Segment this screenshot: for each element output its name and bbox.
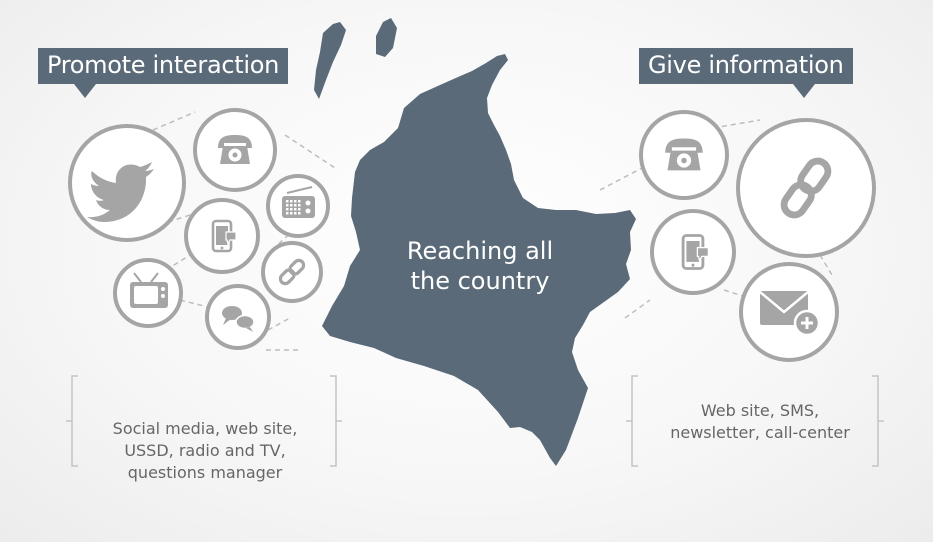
chat-bubbles-icon bbox=[222, 306, 255, 332]
left-icon-cluster bbox=[68, 108, 330, 350]
telephone-circle bbox=[193, 108, 277, 192]
link-circle-small bbox=[261, 241, 323, 303]
telephone-icon bbox=[665, 138, 703, 171]
telephone-icon bbox=[218, 135, 252, 164]
radio-circle bbox=[266, 174, 330, 238]
envelope-plus-icon bbox=[759, 291, 821, 337]
left-description-line-2: USSD, radio and TV, bbox=[124, 441, 286, 460]
tv-icon bbox=[130, 272, 168, 308]
left-description-line-3: questions manager bbox=[127, 463, 283, 482]
mobile-phone-circle bbox=[184, 198, 260, 274]
telephone-circle-right bbox=[639, 110, 729, 200]
mainland bbox=[322, 54, 636, 466]
twitter-icon bbox=[87, 162, 154, 222]
twitter-circle bbox=[68, 124, 186, 242]
center-caption: Reaching all the country bbox=[372, 236, 588, 296]
promote-interaction-label: Promote interaction bbox=[38, 48, 289, 98]
left-bracket-group bbox=[66, 375, 342, 467]
right-description: Web site, SMS, newsletter, call-center bbox=[640, 400, 880, 444]
center-caption-line-2: the country bbox=[410, 267, 550, 295]
left-description: Social media, web site, USSD, radio and … bbox=[80, 418, 330, 484]
center-caption-line-1: Reaching all bbox=[406, 237, 554, 265]
envelope-circle bbox=[739, 262, 839, 362]
chat-circle bbox=[205, 284, 271, 350]
mobile-phone-circle-right bbox=[650, 209, 736, 295]
give-information-label: Give information bbox=[639, 48, 853, 98]
left-description-line-1: Social media, web site, bbox=[112, 419, 298, 438]
right-bracket-open bbox=[631, 375, 638, 467]
tv-circle bbox=[113, 258, 183, 328]
radio-icon bbox=[282, 186, 315, 218]
colombia-map bbox=[314, 18, 636, 466]
right-bracket-group bbox=[626, 375, 884, 467]
left-bracket-open bbox=[71, 375, 78, 467]
left-bracket-close bbox=[330, 375, 337, 467]
island-providencia bbox=[376, 18, 397, 57]
right-description-line-1: Web site, SMS, bbox=[700, 401, 820, 420]
right-description-line-2: newsletter, call-center bbox=[670, 423, 850, 442]
link-circle-large bbox=[736, 118, 876, 258]
island-san-andres bbox=[314, 22, 346, 99]
right-icon-cluster bbox=[639, 110, 876, 362]
